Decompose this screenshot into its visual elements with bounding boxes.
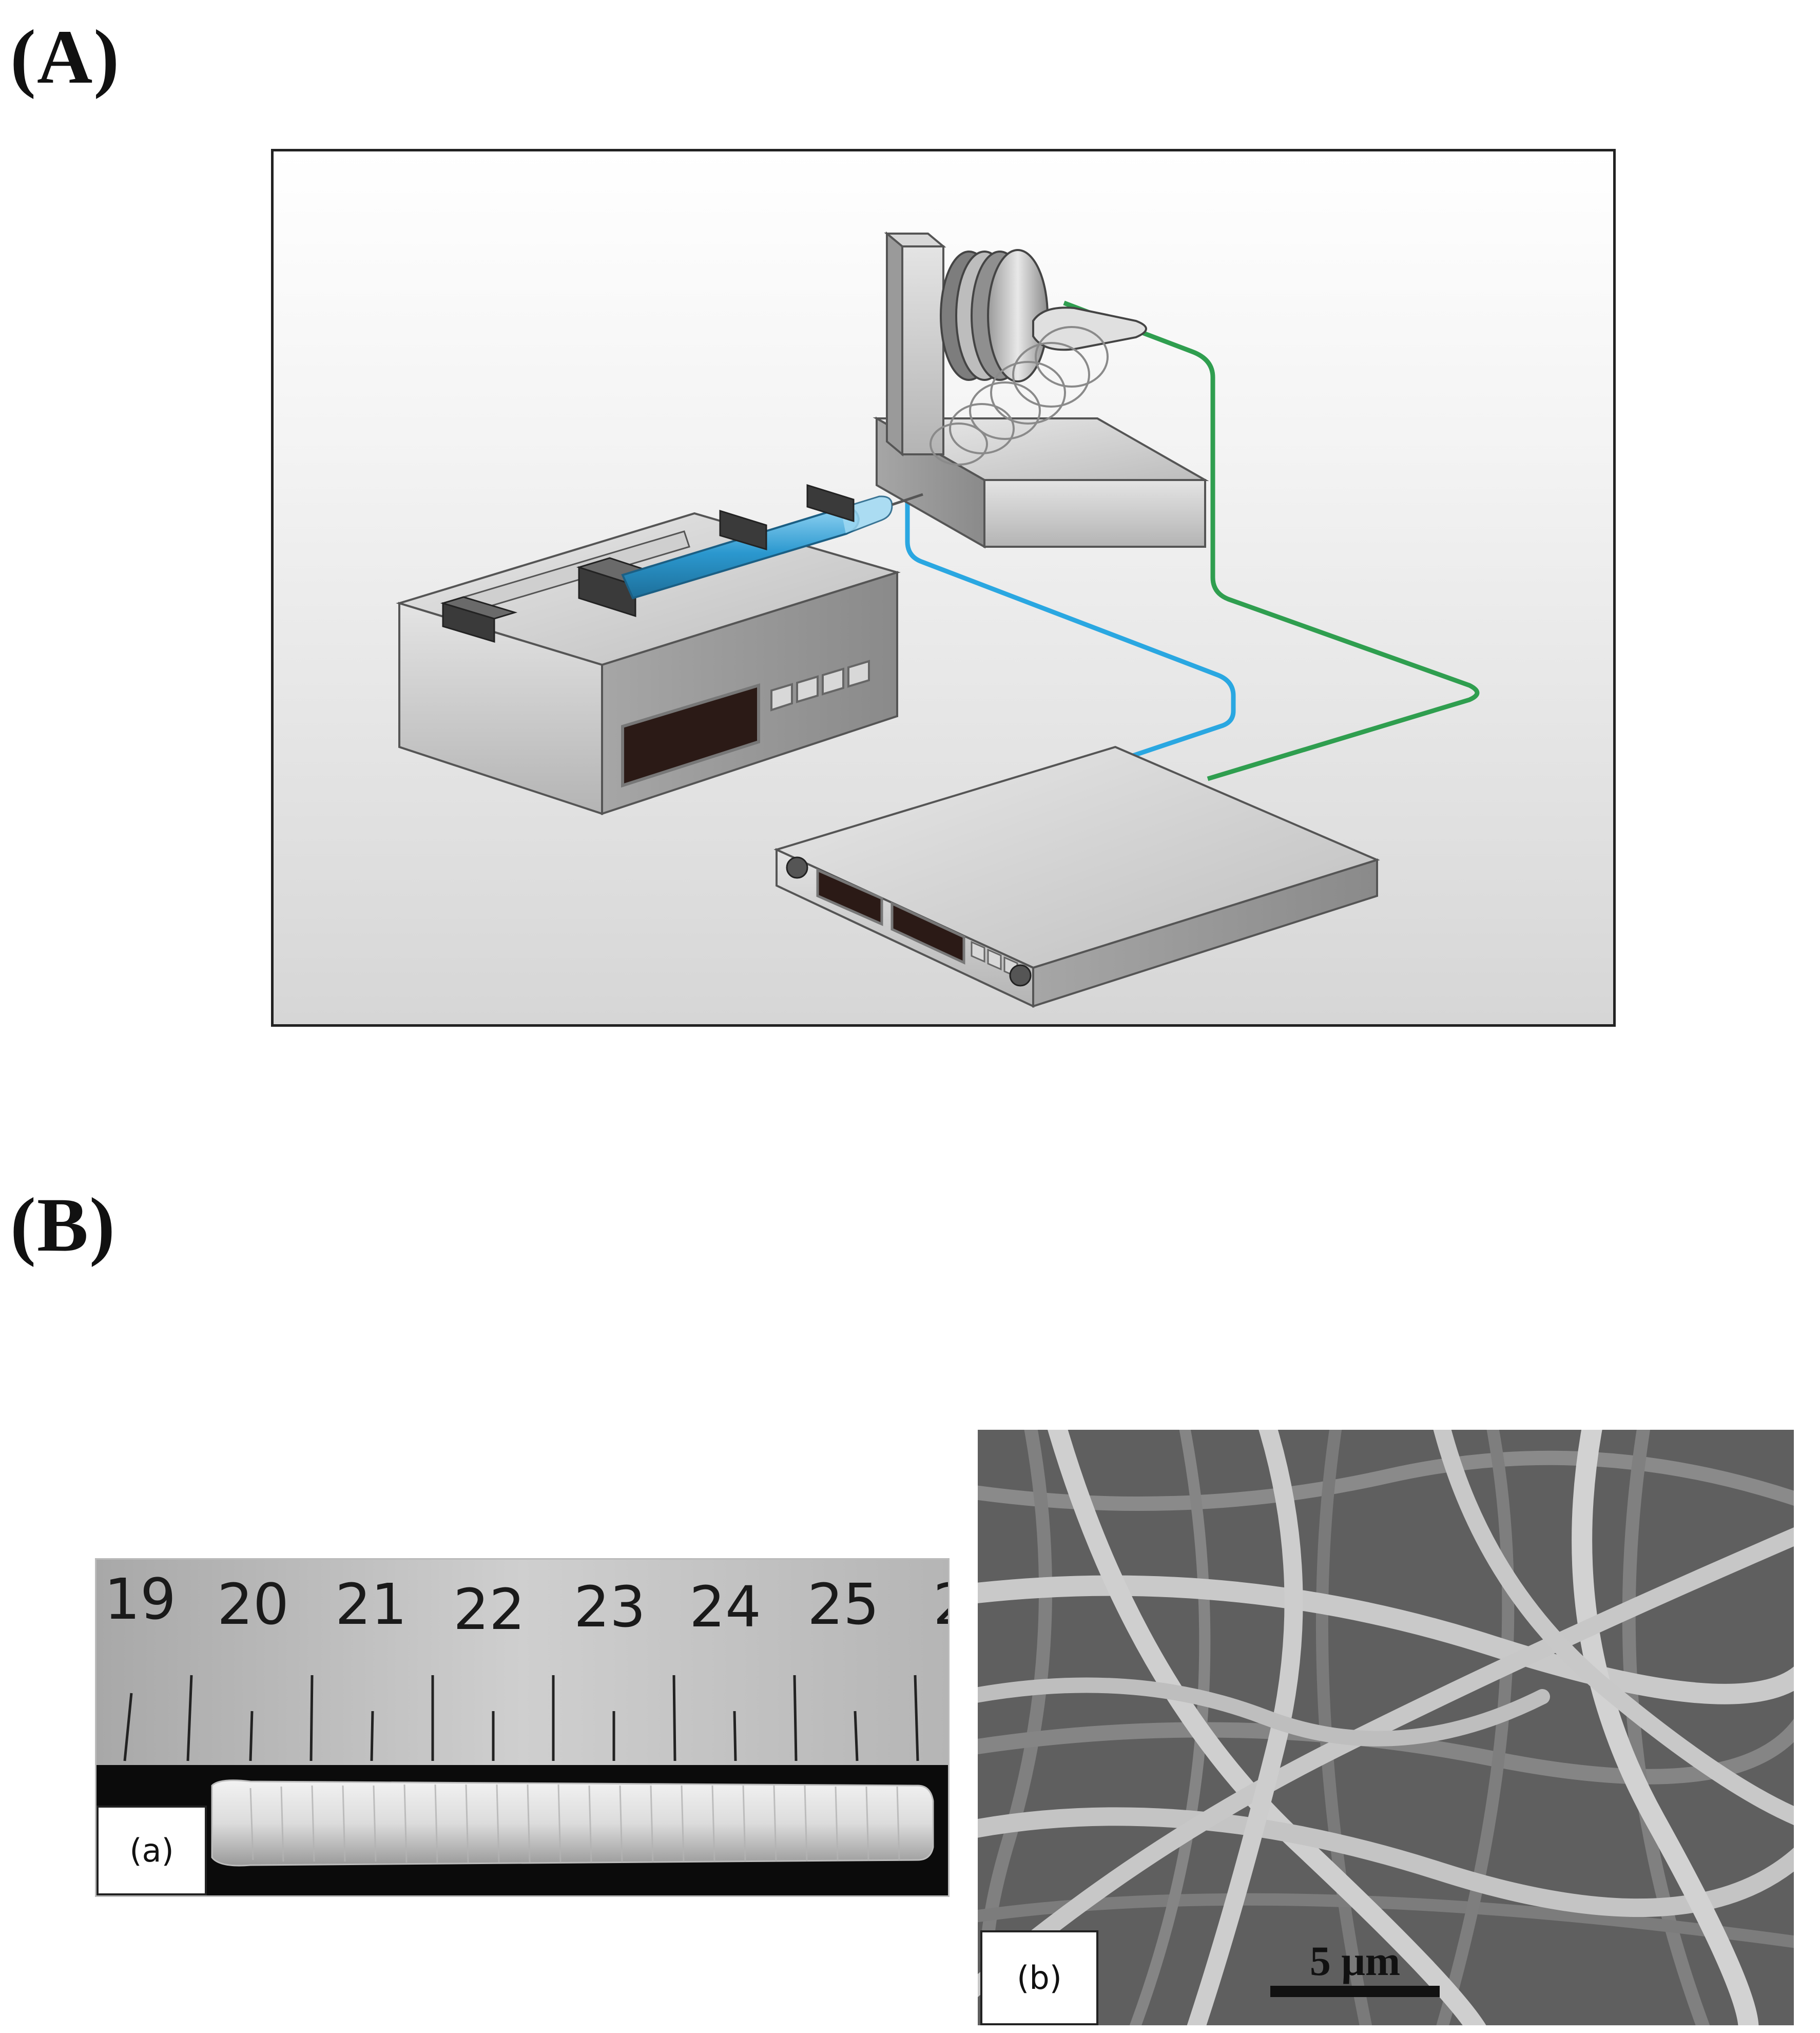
fiber-coils <box>930 326 1109 466</box>
foreground-fibers <box>978 1430 1794 2025</box>
ruler-label-24: 24 <box>689 1574 761 1640</box>
scaffold-photo: 19 20 21 22 23 24 25 2 (a) <box>95 1558 950 1897</box>
nanofiber-network <box>978 1430 1794 2025</box>
subpanel-label-b: (b) <box>980 1930 1098 2025</box>
ruler-label-21: 21 <box>335 1571 407 1637</box>
electrospinning-schematic <box>271 149 1616 1027</box>
blue-wire <box>905 465 1236 762</box>
ruler-labels: 19 20 21 22 23 24 25 2 <box>104 1566 948 1642</box>
panel-label-b: (B) <box>10 1182 116 1268</box>
ruler-and-conduit-image: 19 20 21 22 23 24 25 2 <box>96 1560 948 1895</box>
ruler-label-25: 25 <box>807 1571 879 1637</box>
subpanel-label-a: (a) <box>96 1806 207 1895</box>
ruler-label-23: 23 <box>574 1574 646 1640</box>
green-wire <box>1063 300 1480 781</box>
scale-bar-label: 5 μm <box>1309 1938 1401 1984</box>
sem-micrograph: 5 μm (b) <box>978 1430 1794 2025</box>
schematic-drawing <box>396 231 1480 1008</box>
ruler-ticks <box>123 1675 919 1761</box>
panel-label-a: (A) <box>10 14 121 100</box>
scale-bar <box>1270 1986 1440 1997</box>
ruler-label-20: 20 <box>217 1571 289 1637</box>
ruler-label-19: 19 <box>104 1566 176 1632</box>
ruler-label-22: 22 <box>453 1577 525 1642</box>
ruler-label-partial: 2 <box>933 1571 948 1637</box>
nerve-conduit <box>211 1779 934 1867</box>
